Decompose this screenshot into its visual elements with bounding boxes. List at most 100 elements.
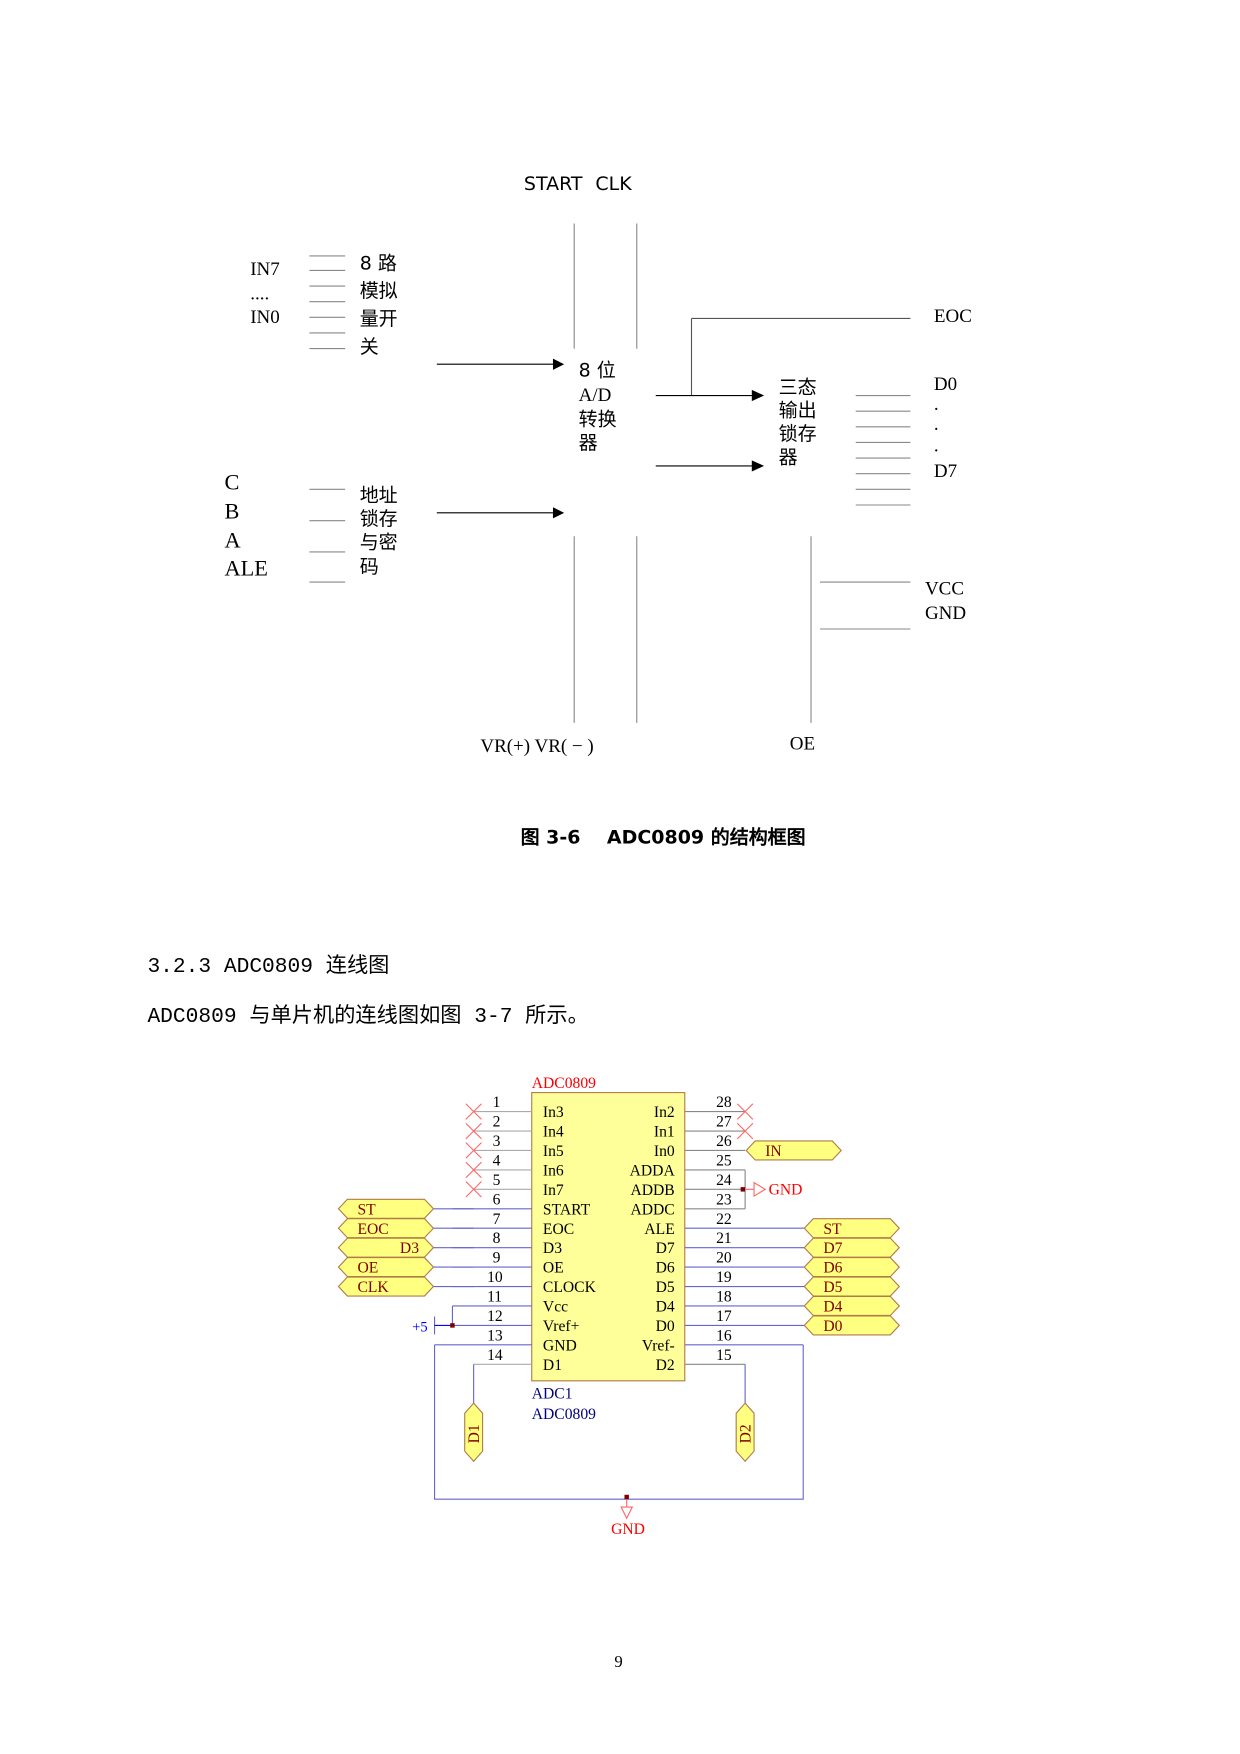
port-clk-label: CLK bbox=[357, 1279, 389, 1296]
label-in7: IN7 bbox=[250, 259, 280, 280]
pin-name: D1 bbox=[543, 1357, 562, 1374]
port-d6 bbox=[803, 1257, 901, 1278]
pin-number: 25 bbox=[716, 1152, 732, 1169]
gnd-icon bbox=[620, 1499, 634, 1520]
adc-text-4: 器 bbox=[579, 432, 598, 454]
pin-name: ADDB bbox=[630, 1182, 674, 1199]
port-d0-label: D0 bbox=[823, 1318, 842, 1335]
mux-text-1: 8 路 bbox=[360, 252, 397, 274]
addr-text-3: 与密 bbox=[360, 532, 398, 554]
label-d0: D0 bbox=[934, 374, 957, 395]
wire bbox=[433, 1344, 804, 1500]
port-label: D2 bbox=[738, 1424, 755, 1443]
pin-number: 9 bbox=[493, 1250, 501, 1267]
no-connect-icon bbox=[465, 1103, 482, 1120]
port-eoc-label: EOC bbox=[357, 1221, 388, 1238]
port-oe bbox=[337, 1257, 435, 1278]
pin-number: 21 bbox=[716, 1230, 732, 1247]
port-st-label: ST bbox=[823, 1221, 842, 1238]
pin-name: In6 bbox=[543, 1162, 564, 1179]
pin-name: In0 bbox=[654, 1143, 675, 1160]
mux-text-2: 模拟 bbox=[360, 280, 398, 302]
schematic: ADC0809 ADC1 ADC0809 1In32In43In54In65In… bbox=[337, 1075, 901, 1538]
gnd-label-right: GND bbox=[769, 1181, 803, 1198]
label-in0: IN0 bbox=[250, 307, 280, 328]
pin-name: D5 bbox=[656, 1279, 675, 1296]
label-d7: D7 bbox=[934, 461, 957, 482]
pin-number: 28 bbox=[716, 1094, 732, 1111]
pin-number: 4 bbox=[493, 1152, 501, 1169]
pin-number: 24 bbox=[716, 1172, 732, 1189]
adc-text-2: A/D bbox=[579, 385, 612, 406]
figure-caption: 图 3-6 ADC0809 的结构框图 bbox=[521, 825, 806, 848]
chip-name: ADC0809 bbox=[532, 1075, 596, 1092]
pin-number: 10 bbox=[487, 1269, 503, 1286]
pin-number: 22 bbox=[716, 1211, 732, 1228]
section-heading: 3.2.3 ADC0809 连线图 bbox=[147, 953, 389, 979]
pin-number: 26 bbox=[716, 1133, 732, 1150]
no-connect-icon bbox=[465, 1122, 482, 1140]
mux-text-3: 量开 bbox=[360, 308, 398, 330]
pin-number: 18 bbox=[716, 1289, 732, 1306]
chip-value: ADC0809 bbox=[532, 1406, 596, 1423]
latch-text-3: 锁存 bbox=[779, 423, 817, 445]
adc-text-3: 转换 bbox=[579, 409, 617, 431]
pin-number: 16 bbox=[716, 1327, 732, 1344]
pin-name: Vcc bbox=[543, 1299, 568, 1316]
label-dot: . bbox=[934, 414, 939, 435]
pin-name: Vref+ bbox=[543, 1318, 580, 1335]
port-oe-label: OE bbox=[357, 1260, 378, 1277]
mux-text-4: 关 bbox=[360, 336, 379, 358]
wire bbox=[473, 1364, 746, 1406]
label-a: A bbox=[225, 527, 241, 552]
port-st bbox=[337, 1198, 435, 1219]
port-st-label: ST bbox=[357, 1201, 376, 1218]
pin-number: 19 bbox=[716, 1269, 732, 1286]
port-d2 bbox=[735, 1402, 755, 1463]
label-b: B bbox=[225, 498, 240, 523]
port-d3 bbox=[337, 1237, 435, 1258]
label-c: C bbox=[225, 469, 240, 494]
pin-name: In5 bbox=[543, 1143, 564, 1160]
pin-number: 2 bbox=[493, 1114, 501, 1131]
port-d0 bbox=[803, 1315, 901, 1336]
port-d5 bbox=[803, 1276, 901, 1297]
pin-number: 23 bbox=[716, 1191, 732, 1208]
port-d4-label: D4 bbox=[823, 1299, 842, 1316]
pin-name: In7 bbox=[543, 1182, 564, 1199]
latch-text-2: 输出 bbox=[779, 400, 817, 422]
port-d1 bbox=[464, 1402, 484, 1463]
pin-name: D7 bbox=[656, 1240, 675, 1257]
pin-name: Vref- bbox=[642, 1337, 675, 1354]
label-vref: VR(+) VR( − ) bbox=[480, 736, 593, 757]
chip-designator: ADC1 bbox=[532, 1386, 573, 1403]
port-d7 bbox=[803, 1237, 901, 1258]
pin-number: 11 bbox=[487, 1289, 502, 1306]
port-in bbox=[745, 1140, 842, 1161]
pin-name: CLOCK bbox=[543, 1279, 597, 1296]
pin-name: EOC bbox=[543, 1221, 574, 1238]
pin-number: 17 bbox=[716, 1308, 732, 1325]
latch-text-1: 三态 bbox=[779, 376, 817, 398]
pin-number: 15 bbox=[716, 1347, 732, 1364]
pin-name: GND bbox=[543, 1337, 577, 1354]
no-connect-icon bbox=[736, 1103, 754, 1120]
label-gnd: GND bbox=[925, 603, 966, 624]
no-connect-icon bbox=[736, 1122, 754, 1140]
power-label-5v: +5 bbox=[412, 1320, 427, 1336]
port-clk bbox=[337, 1276, 435, 1297]
pin-name: OE bbox=[543, 1260, 564, 1277]
pin-number: 5 bbox=[493, 1172, 501, 1189]
pin-number: 3 bbox=[493, 1133, 501, 1150]
label-clk: CLK bbox=[595, 173, 632, 195]
pin-name: In2 bbox=[654, 1104, 675, 1121]
chip-body bbox=[531, 1092, 686, 1382]
junction bbox=[450, 1323, 455, 1328]
no-connect-icon bbox=[465, 1161, 482, 1179]
pin-name: D3 bbox=[543, 1240, 562, 1257]
pin-number: 27 bbox=[716, 1114, 732, 1131]
gnd-label-bottom: GND bbox=[611, 1521, 645, 1538]
pin-name: D2 bbox=[656, 1357, 675, 1374]
port-d6-label: D6 bbox=[823, 1260, 842, 1277]
